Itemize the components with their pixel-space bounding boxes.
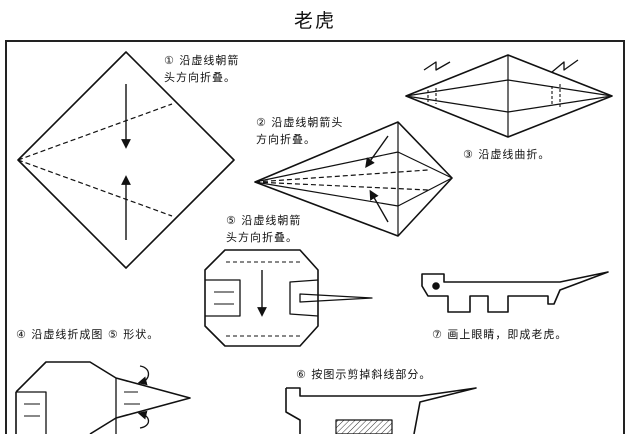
cut-area — [335, 419, 393, 434]
step7-label: ⑦ 画上眼睛，即成老虎。 — [432, 328, 568, 341]
diagram-frame — [5, 40, 625, 434]
tiger-eye-icon — [432, 282, 440, 290]
step1-label: ① 沿虚线朝箭 头方向折叠。 — [164, 54, 240, 84]
page-title: 老虎 — [293, 10, 336, 32]
step5-diagram — [204, 249, 373, 347]
step6-label: ⑥ 按图示剪掉斜线部分。 — [296, 368, 432, 381]
step4-diagram — [15, 361, 191, 434]
step7-diagram — [421, 271, 609, 313]
step3-label: ③ 沿虚线曲折。 — [463, 148, 551, 161]
step4-label: ④ 沿虚线折成图 ⑤ 形状。 — [16, 328, 160, 341]
step3-diagram — [405, 54, 613, 138]
step5-label: ⑤ 沿虚线朝箭 头方向折叠。 — [226, 214, 302, 244]
step1-diagram — [17, 51, 235, 269]
step2-diagram — [254, 121, 453, 237]
step6-diagram — [285, 387, 477, 434]
step2-label: ② 沿虚线朝箭头 方向折叠。 — [256, 116, 344, 146]
